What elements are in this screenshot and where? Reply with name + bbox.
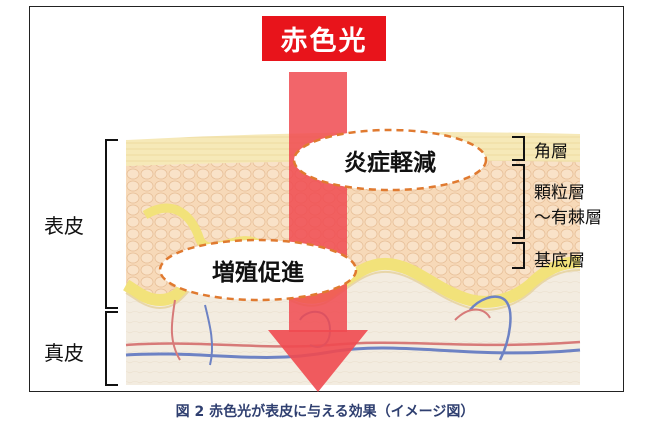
- bracket-corneum: [512, 136, 525, 161]
- label-basal: 基底層: [534, 251, 585, 271]
- effect-proliferation: 増殖促進: [212, 260, 304, 286]
- label-dermis: 真皮: [44, 341, 84, 365]
- bracket-basal: [512, 242, 525, 269]
- oval-proliferation: [158, 238, 358, 302]
- spinous-layer: [126, 148, 580, 302]
- bracket-spinous: [512, 164, 525, 239]
- bracket-epidermis: [105, 139, 118, 309]
- label-epidermis: 表皮: [44, 214, 84, 238]
- effect-anti-inflammation: 炎症軽減: [344, 150, 436, 176]
- figure-caption: 図 2 赤色光が表皮に与える効果（イメージ図）: [175, 404, 475, 420]
- label-granular: 顆粒層: [534, 183, 585, 203]
- label-spinous: ～有棘層: [534, 208, 602, 228]
- oval-anti-inflammation: [292, 128, 488, 192]
- bracket-dermis: [105, 311, 118, 386]
- label-corneum: 角層: [534, 142, 568, 162]
- red-light-title: 赤色光: [262, 16, 386, 61]
- red-light-arrow-head: [268, 330, 368, 392]
